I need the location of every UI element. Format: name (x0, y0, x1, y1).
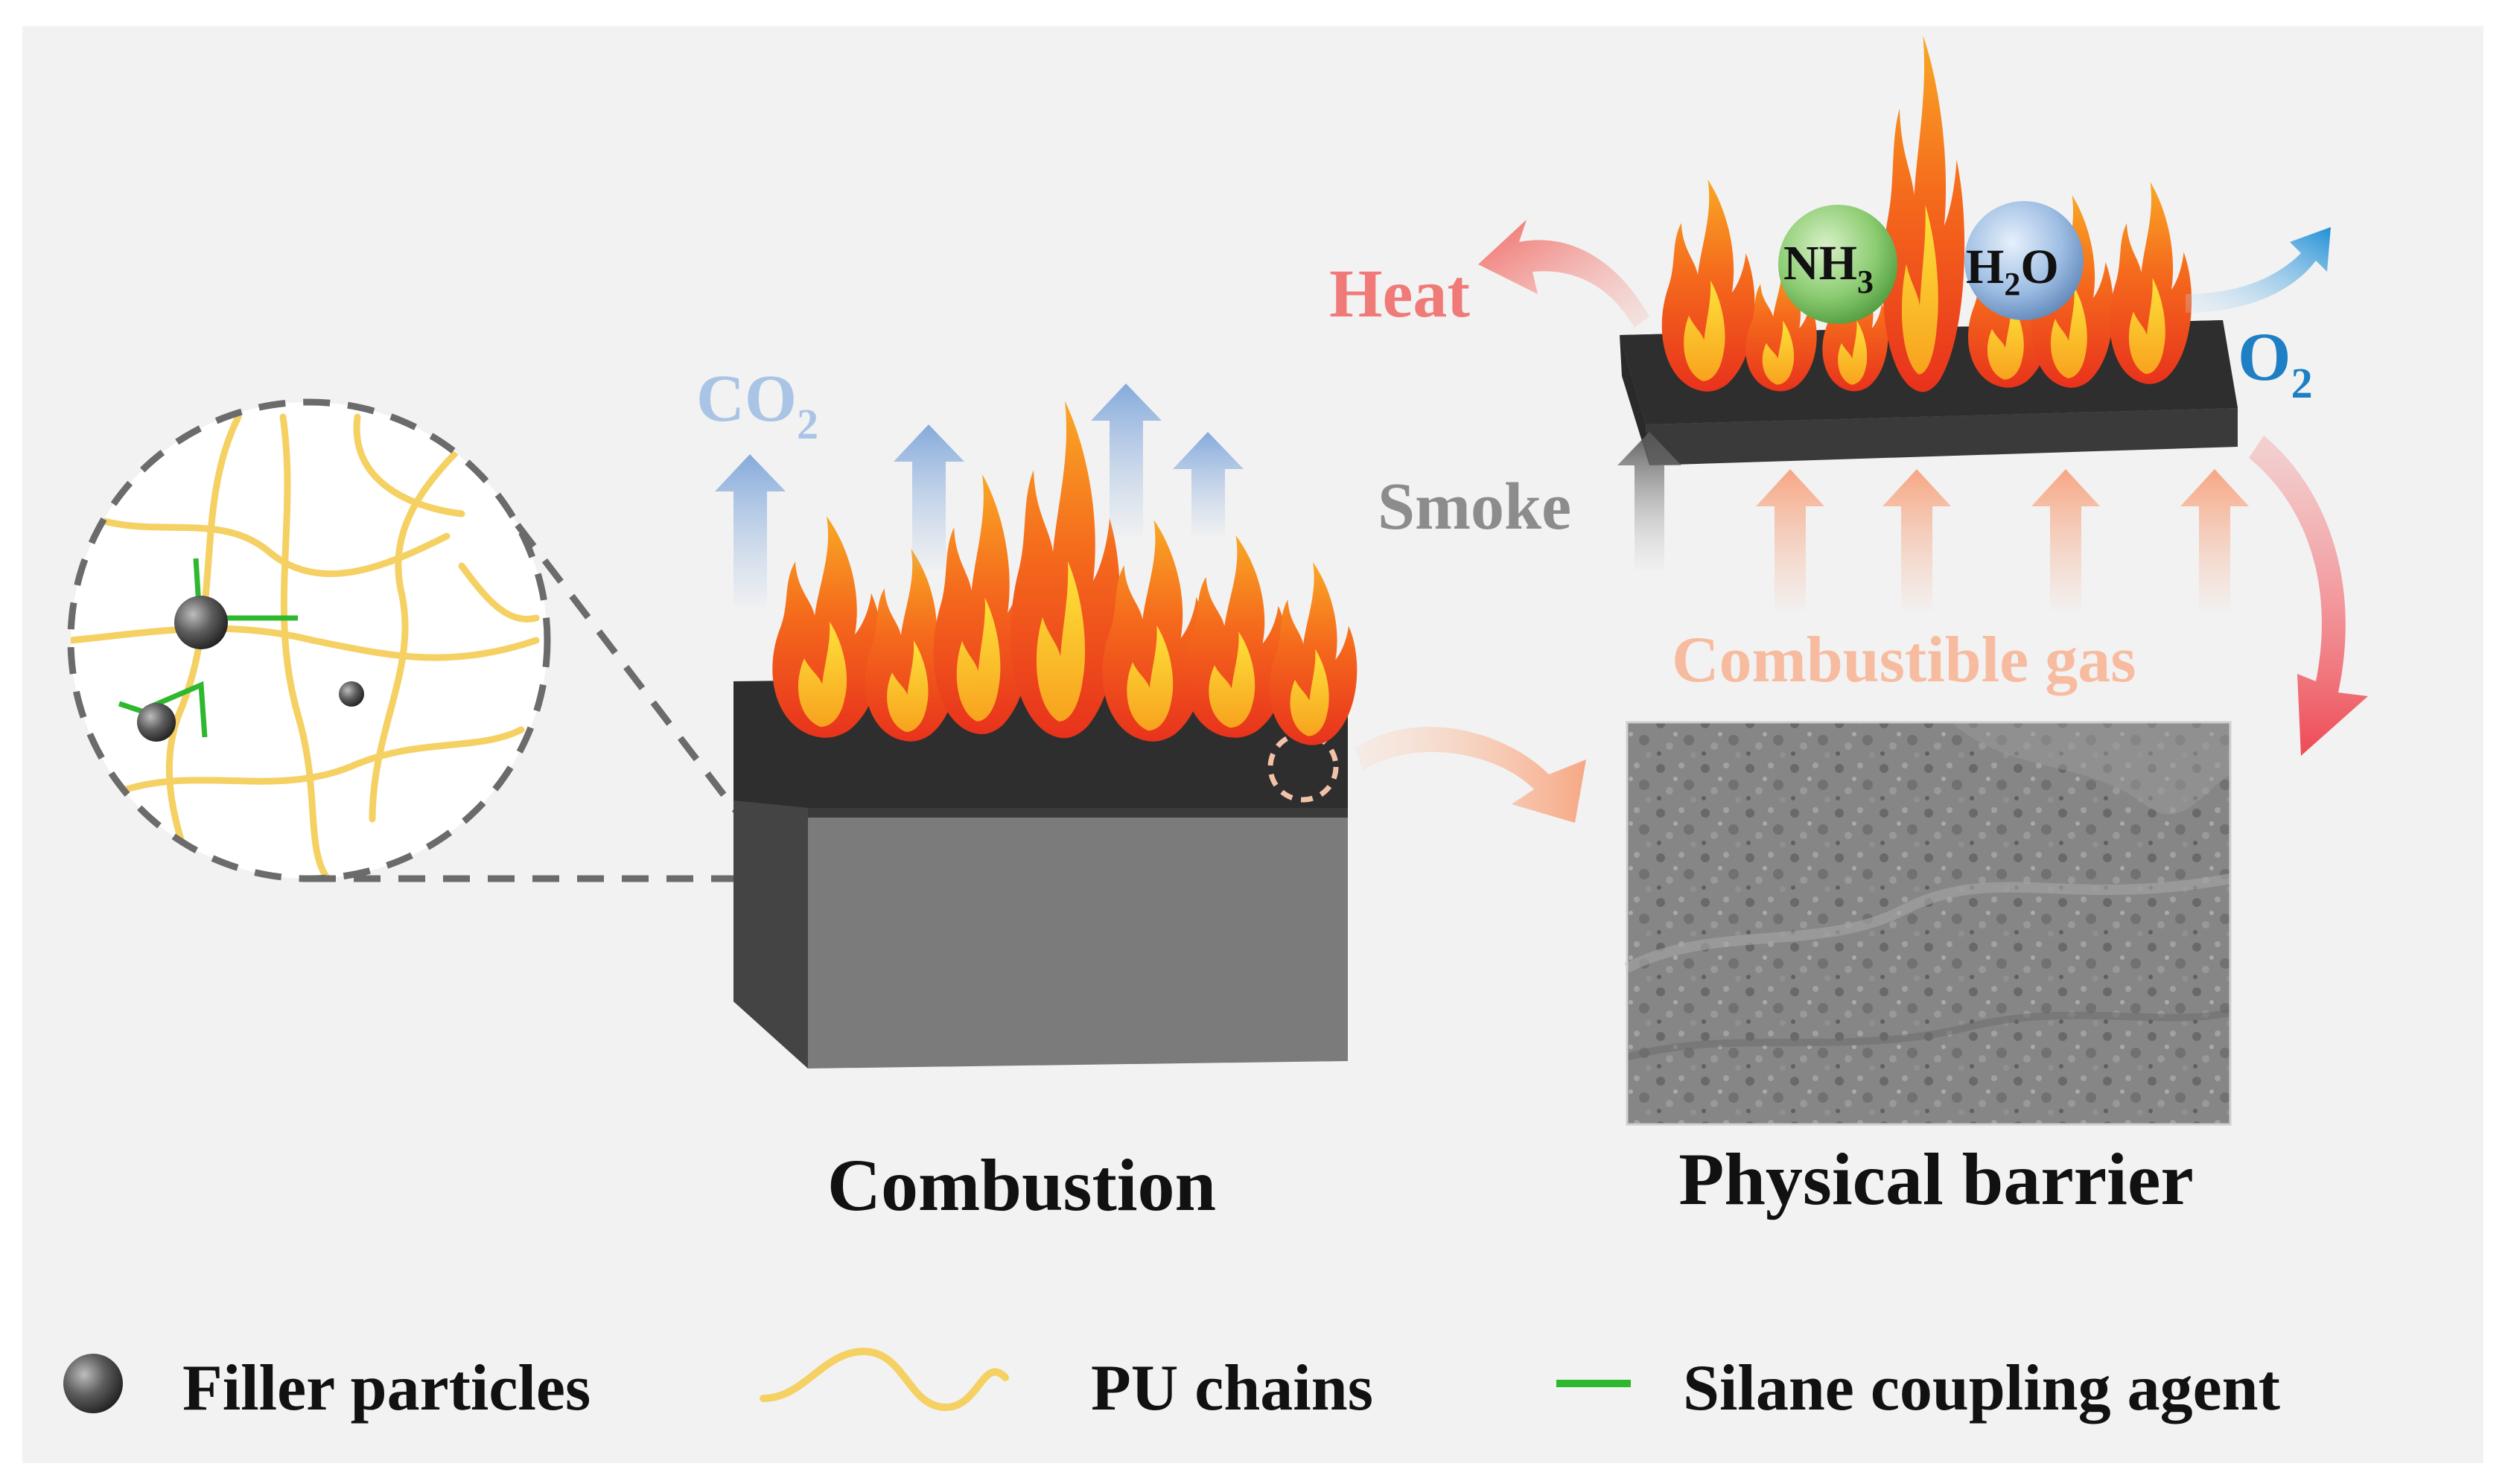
legend-filler-icon (63, 1354, 123, 1413)
filler-particle (339, 681, 364, 707)
filler-particle (137, 703, 176, 742)
combustible-gas-label: Combustible gas (1672, 624, 2136, 696)
legend: Filler particles PU chains Silane coupli… (63, 1351, 2280, 1424)
physical-barrier-title: Physical barrier (1678, 1138, 2194, 1220)
smoke-label: Smoke (1378, 470, 1571, 544)
legend-silane-label: Silane coupling agent (1683, 1352, 2280, 1424)
legend-pu-label: PU chains (1091, 1352, 1373, 1424)
heat-label: Heat (1329, 255, 1470, 331)
filler-particle (174, 596, 228, 649)
combustion-title: Combustion (827, 1144, 1216, 1226)
legend-filler-label: Filler particles (182, 1352, 591, 1424)
sem-image (1627, 722, 2230, 1124)
